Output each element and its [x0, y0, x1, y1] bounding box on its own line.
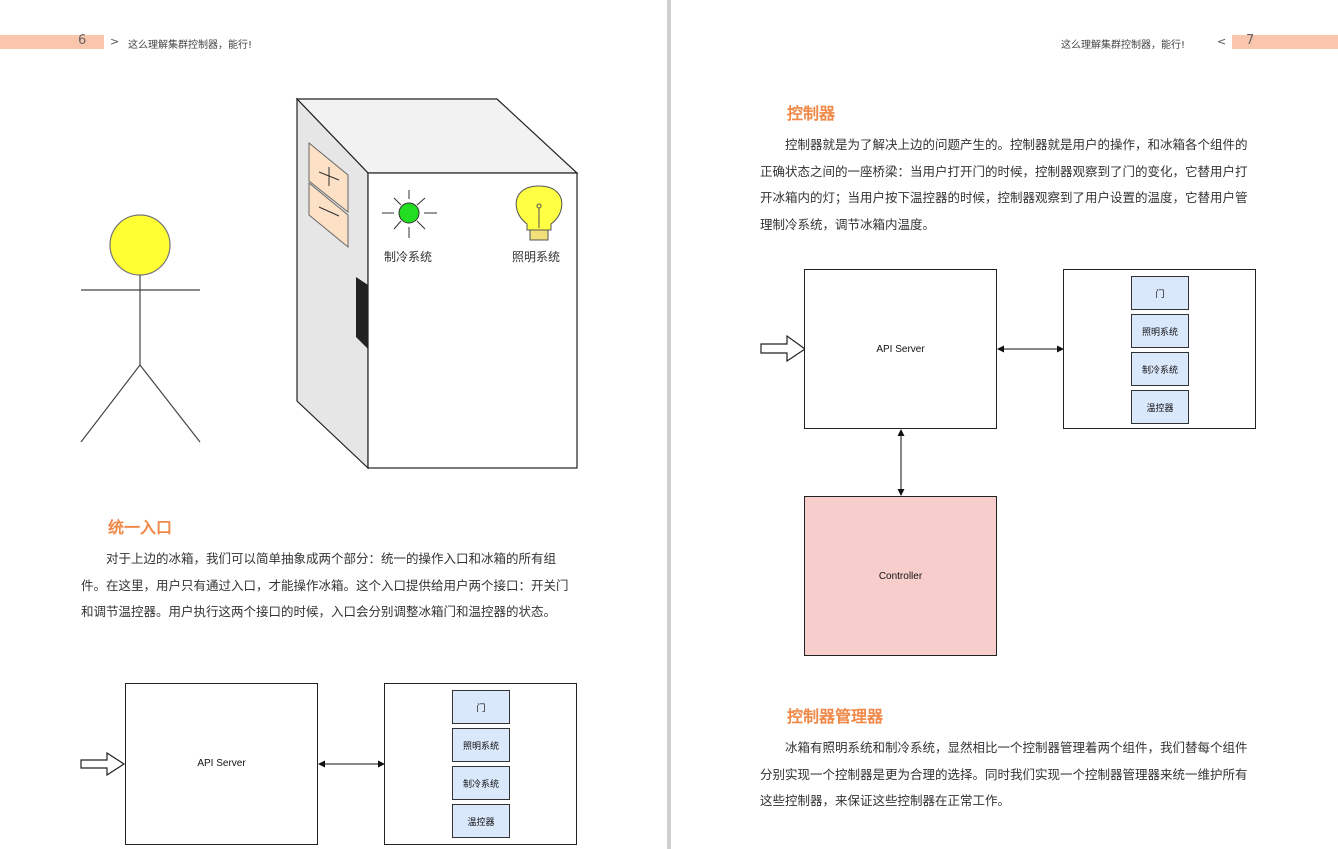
header-bar — [0, 35, 104, 49]
green-light-icon — [382, 190, 437, 238]
lightbulb-icon — [515, 185, 563, 241]
controller-label: Controller — [878, 571, 923, 582]
component-lighting: 照明系统 — [1131, 314, 1189, 348]
api-server-label: API Server — [876, 344, 925, 355]
component-lighting: 照明系统 — [452, 728, 510, 762]
left-page: 6 > 这么理解集群控制器，能行! 制冷系统 — [0, 0, 667, 849]
components-box: 门 照明系统 制冷系统 温控器 — [1063, 269, 1256, 429]
entry-arrow-icon — [760, 334, 807, 363]
header-separator: > — [110, 35, 120, 48]
section-paragraph-controller: 控制器就是为了解决上边的问题产生的。控制器就是用户的操作，和冰箱各个组件的正确状… — [760, 137, 1248, 232]
component-thermostat: 温控器 — [1131, 390, 1189, 424]
header-bar — [1232, 35, 1338, 49]
header-title: 这么理解集群控制器，能行! — [1061, 40, 1186, 51]
page-number: 6 — [78, 33, 87, 48]
components-box: 门 照明系统 制冷系统 温控器 — [384, 683, 577, 845]
section-paragraph-controller-manager: 冰箱有照明系统和制冷系统，显然相比一个控制器管理着两个组件，我们替每个组件分别实… — [760, 740, 1248, 808]
page-number: 7 — [1246, 33, 1255, 48]
component-door: 门 — [452, 690, 510, 724]
controller-box: Controller — [804, 496, 997, 656]
component-door: 门 — [1131, 276, 1189, 310]
component-cooling: 制冷系统 — [1131, 352, 1189, 386]
lighting-system-label: 照明系统 — [512, 250, 561, 264]
component-thermostat: 温控器 — [452, 804, 510, 838]
section-title-controller-manager: 控制器管理器 — [787, 707, 884, 726]
book-spine — [667, 0, 671, 849]
header-title: 这么理解集群控制器，能行! — [128, 40, 253, 51]
api-server-box: API Server — [804, 269, 997, 429]
bidirectional-arrow-icon — [318, 760, 385, 768]
vertical-bidirectional-arrow-icon — [897, 429, 905, 496]
bidirectional-arrow-icon — [997, 345, 1064, 353]
fridge-icon — [295, 97, 579, 470]
header-separator: < — [1217, 35, 1227, 48]
component-cooling: 制冷系统 — [452, 766, 510, 800]
section-paragraph: 对于上边的冰箱，我们可以简单抽象成两个部分：统一的操作入口和冰箱的所有组件。在这… — [81, 551, 569, 619]
entry-arrow-icon — [80, 751, 126, 777]
right-page: 这么理解集群控制器，能行! < 7 控制器 控制器就是为了解决上边的问题产生的。… — [671, 0, 1338, 849]
api-server-label: API Server — [197, 758, 246, 769]
section-title-controller: 控制器 — [787, 104, 836, 123]
cooling-system-label: 制冷系统 — [384, 250, 433, 264]
section-title: 统一入口 — [108, 518, 173, 537]
stick-figure-icon — [80, 214, 201, 443]
api-server-box: API Server — [125, 683, 318, 845]
